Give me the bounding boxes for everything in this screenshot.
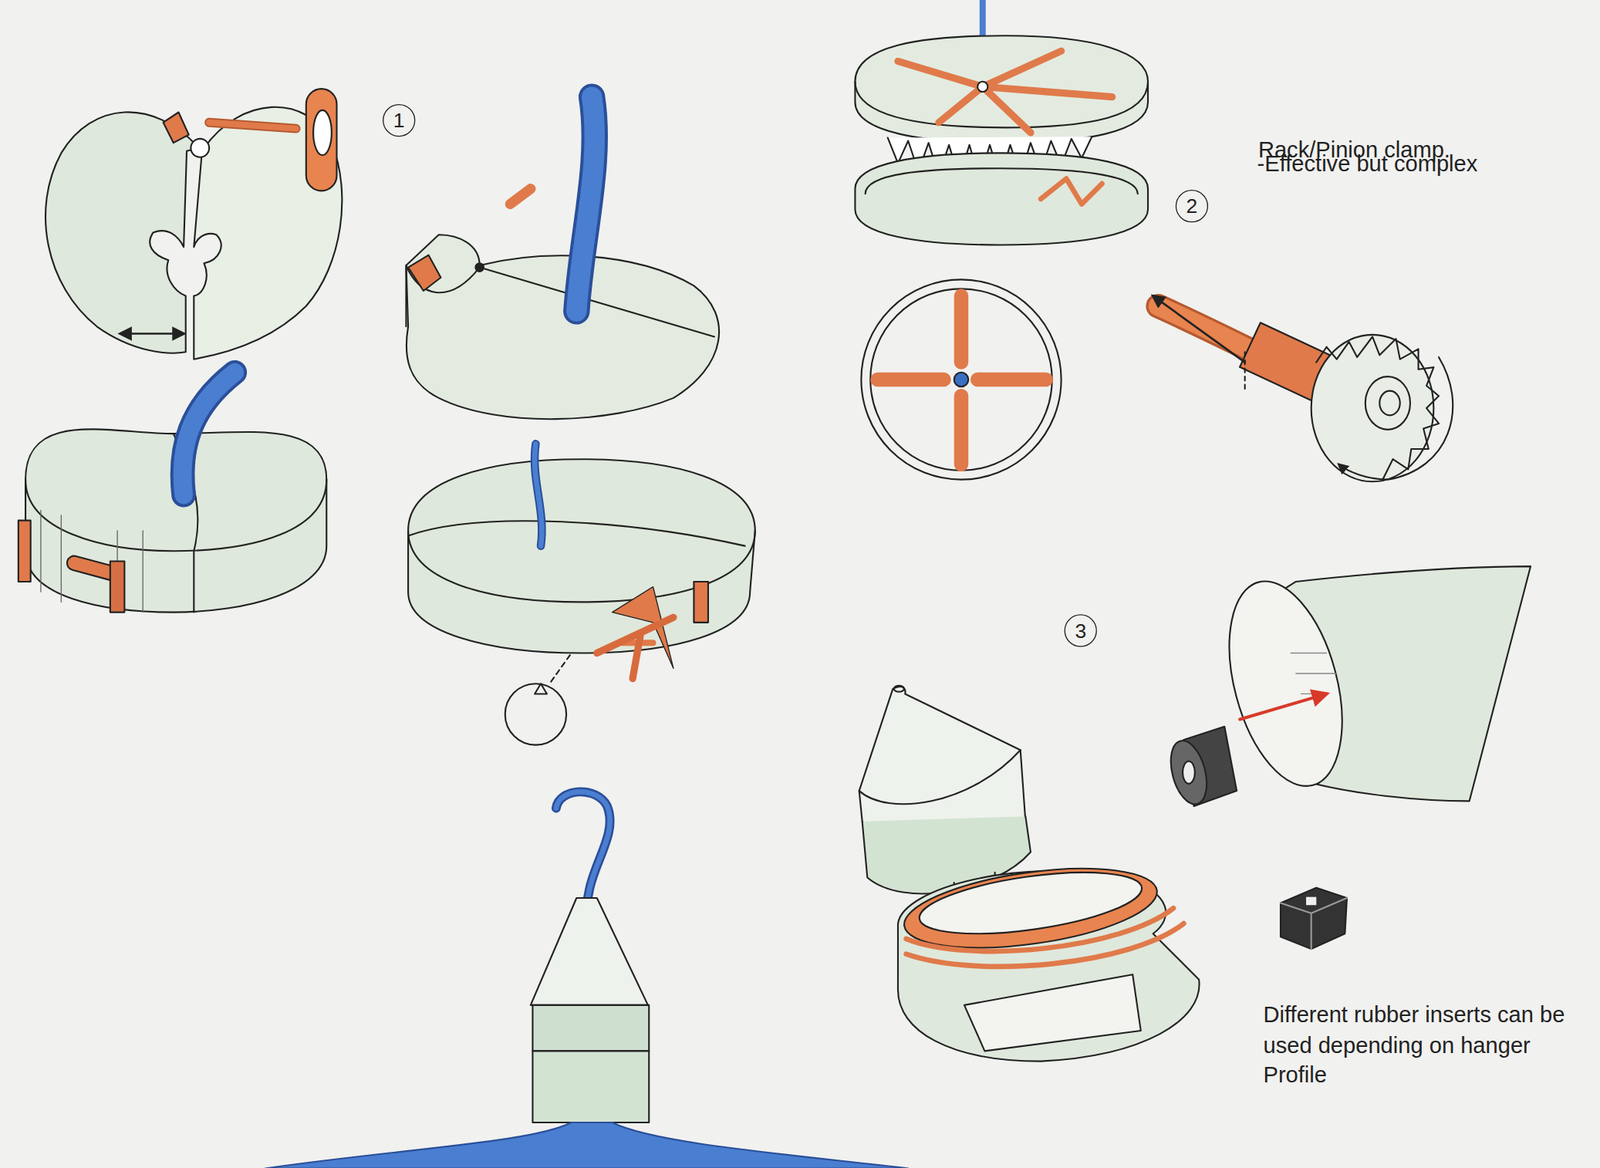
clamp-open-bottom <box>408 459 756 653</box>
callout-number: 1 <box>393 110 406 131</box>
rack-disc-top <box>854 35 1148 143</box>
note-text: -Effective but complex <box>1257 148 1594 179</box>
hanger-hook <box>556 791 611 903</box>
callout-number: 3 <box>1074 620 1087 641</box>
rack-disc-bottom <box>854 152 1148 245</box>
clamp-open-top <box>405 234 719 419</box>
callout-circle: 1 <box>382 104 416 137</box>
pinion-gear <box>1311 334 1435 482</box>
callout-circle: 2 <box>1175 189 1209 223</box>
note-text: Different rubber inserts can be used dep… <box>1263 999 1570 1091</box>
callout-number: 2 <box>1186 195 1199 217</box>
clamp-half-left <box>45 111 200 353</box>
callout-circle: 3 <box>1064 614 1098 647</box>
rubber-insert <box>1280 887 1347 949</box>
clamp-half-right <box>193 107 342 360</box>
